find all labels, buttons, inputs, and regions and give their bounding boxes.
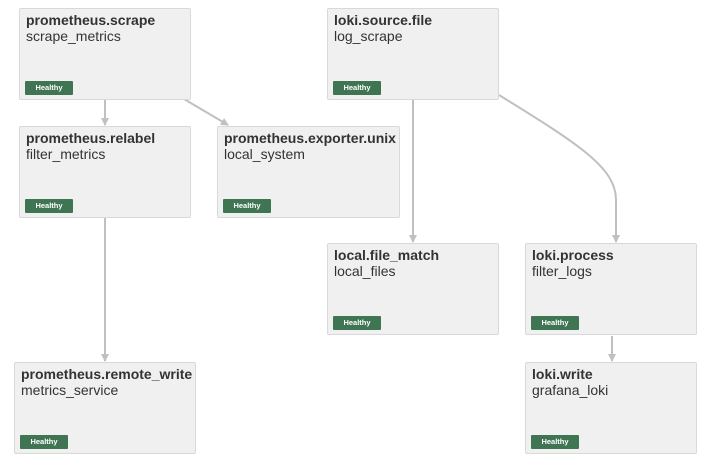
health-badge: Healthy: [20, 435, 68, 449]
node-label: local_files: [334, 263, 396, 279]
node-type: prometheus.remote_write: [21, 366, 193, 382]
health-badge: Healthy: [531, 435, 579, 449]
health-badge: Healthy: [333, 316, 381, 330]
health-badge: Healthy: [531, 316, 579, 330]
edge-source-file-to-process: [498, 94, 620, 243]
node-label: metrics_service: [21, 382, 119, 398]
node-label: filter_logs: [532, 263, 592, 279]
health-badge: Healthy: [25, 199, 73, 213]
health-badge: Healthy: [25, 81, 73, 95]
health-badge: Healthy: [223, 199, 271, 213]
node-type: prometheus.relabel: [26, 130, 156, 146]
node-label: log_scrape: [334, 28, 403, 44]
health-badge: Healthy: [333, 81, 381, 95]
node-type: local.file_match: [334, 247, 440, 263]
node-type: loki.process: [532, 247, 614, 263]
node-type: prometheus.exporter.unix: [224, 130, 396, 146]
node-loki-source-file[interactable]: loki.source.file log_scrape Healthy: [327, 8, 499, 100]
node-label: scrape_metrics: [26, 28, 121, 44]
node-loki-write[interactable]: loki.write grafana_loki Healthy: [525, 362, 697, 454]
node-type: loki.source.file: [334, 12, 433, 28]
node-label: grafana_loki: [532, 382, 609, 398]
node-type: prometheus.scrape: [26, 12, 156, 28]
node-prometheus-scrape[interactable]: prometheus.scrape scrape_metrics Healthy: [19, 8, 191, 100]
node-prometheus-remote-write[interactable]: prometheus.remote_write metrics_service …: [14, 362, 196, 454]
node-prometheus-exporter-unix[interactable]: prometheus.exporter.unix local_system He…: [217, 126, 400, 218]
node-loki-process[interactable]: loki.process filter_logs Healthy: [525, 243, 697, 335]
node-type: loki.write: [532, 366, 593, 382]
node-label: local_system: [224, 146, 305, 162]
node-label: filter_metrics: [26, 146, 106, 162]
node-prometheus-relabel[interactable]: prometheus.relabel filter_metrics Health…: [19, 126, 191, 218]
node-local-file-match[interactable]: local.file_match local_files Healthy: [327, 243, 499, 335]
edge-scrape-to-exporter-unix: [183, 98, 229, 126]
